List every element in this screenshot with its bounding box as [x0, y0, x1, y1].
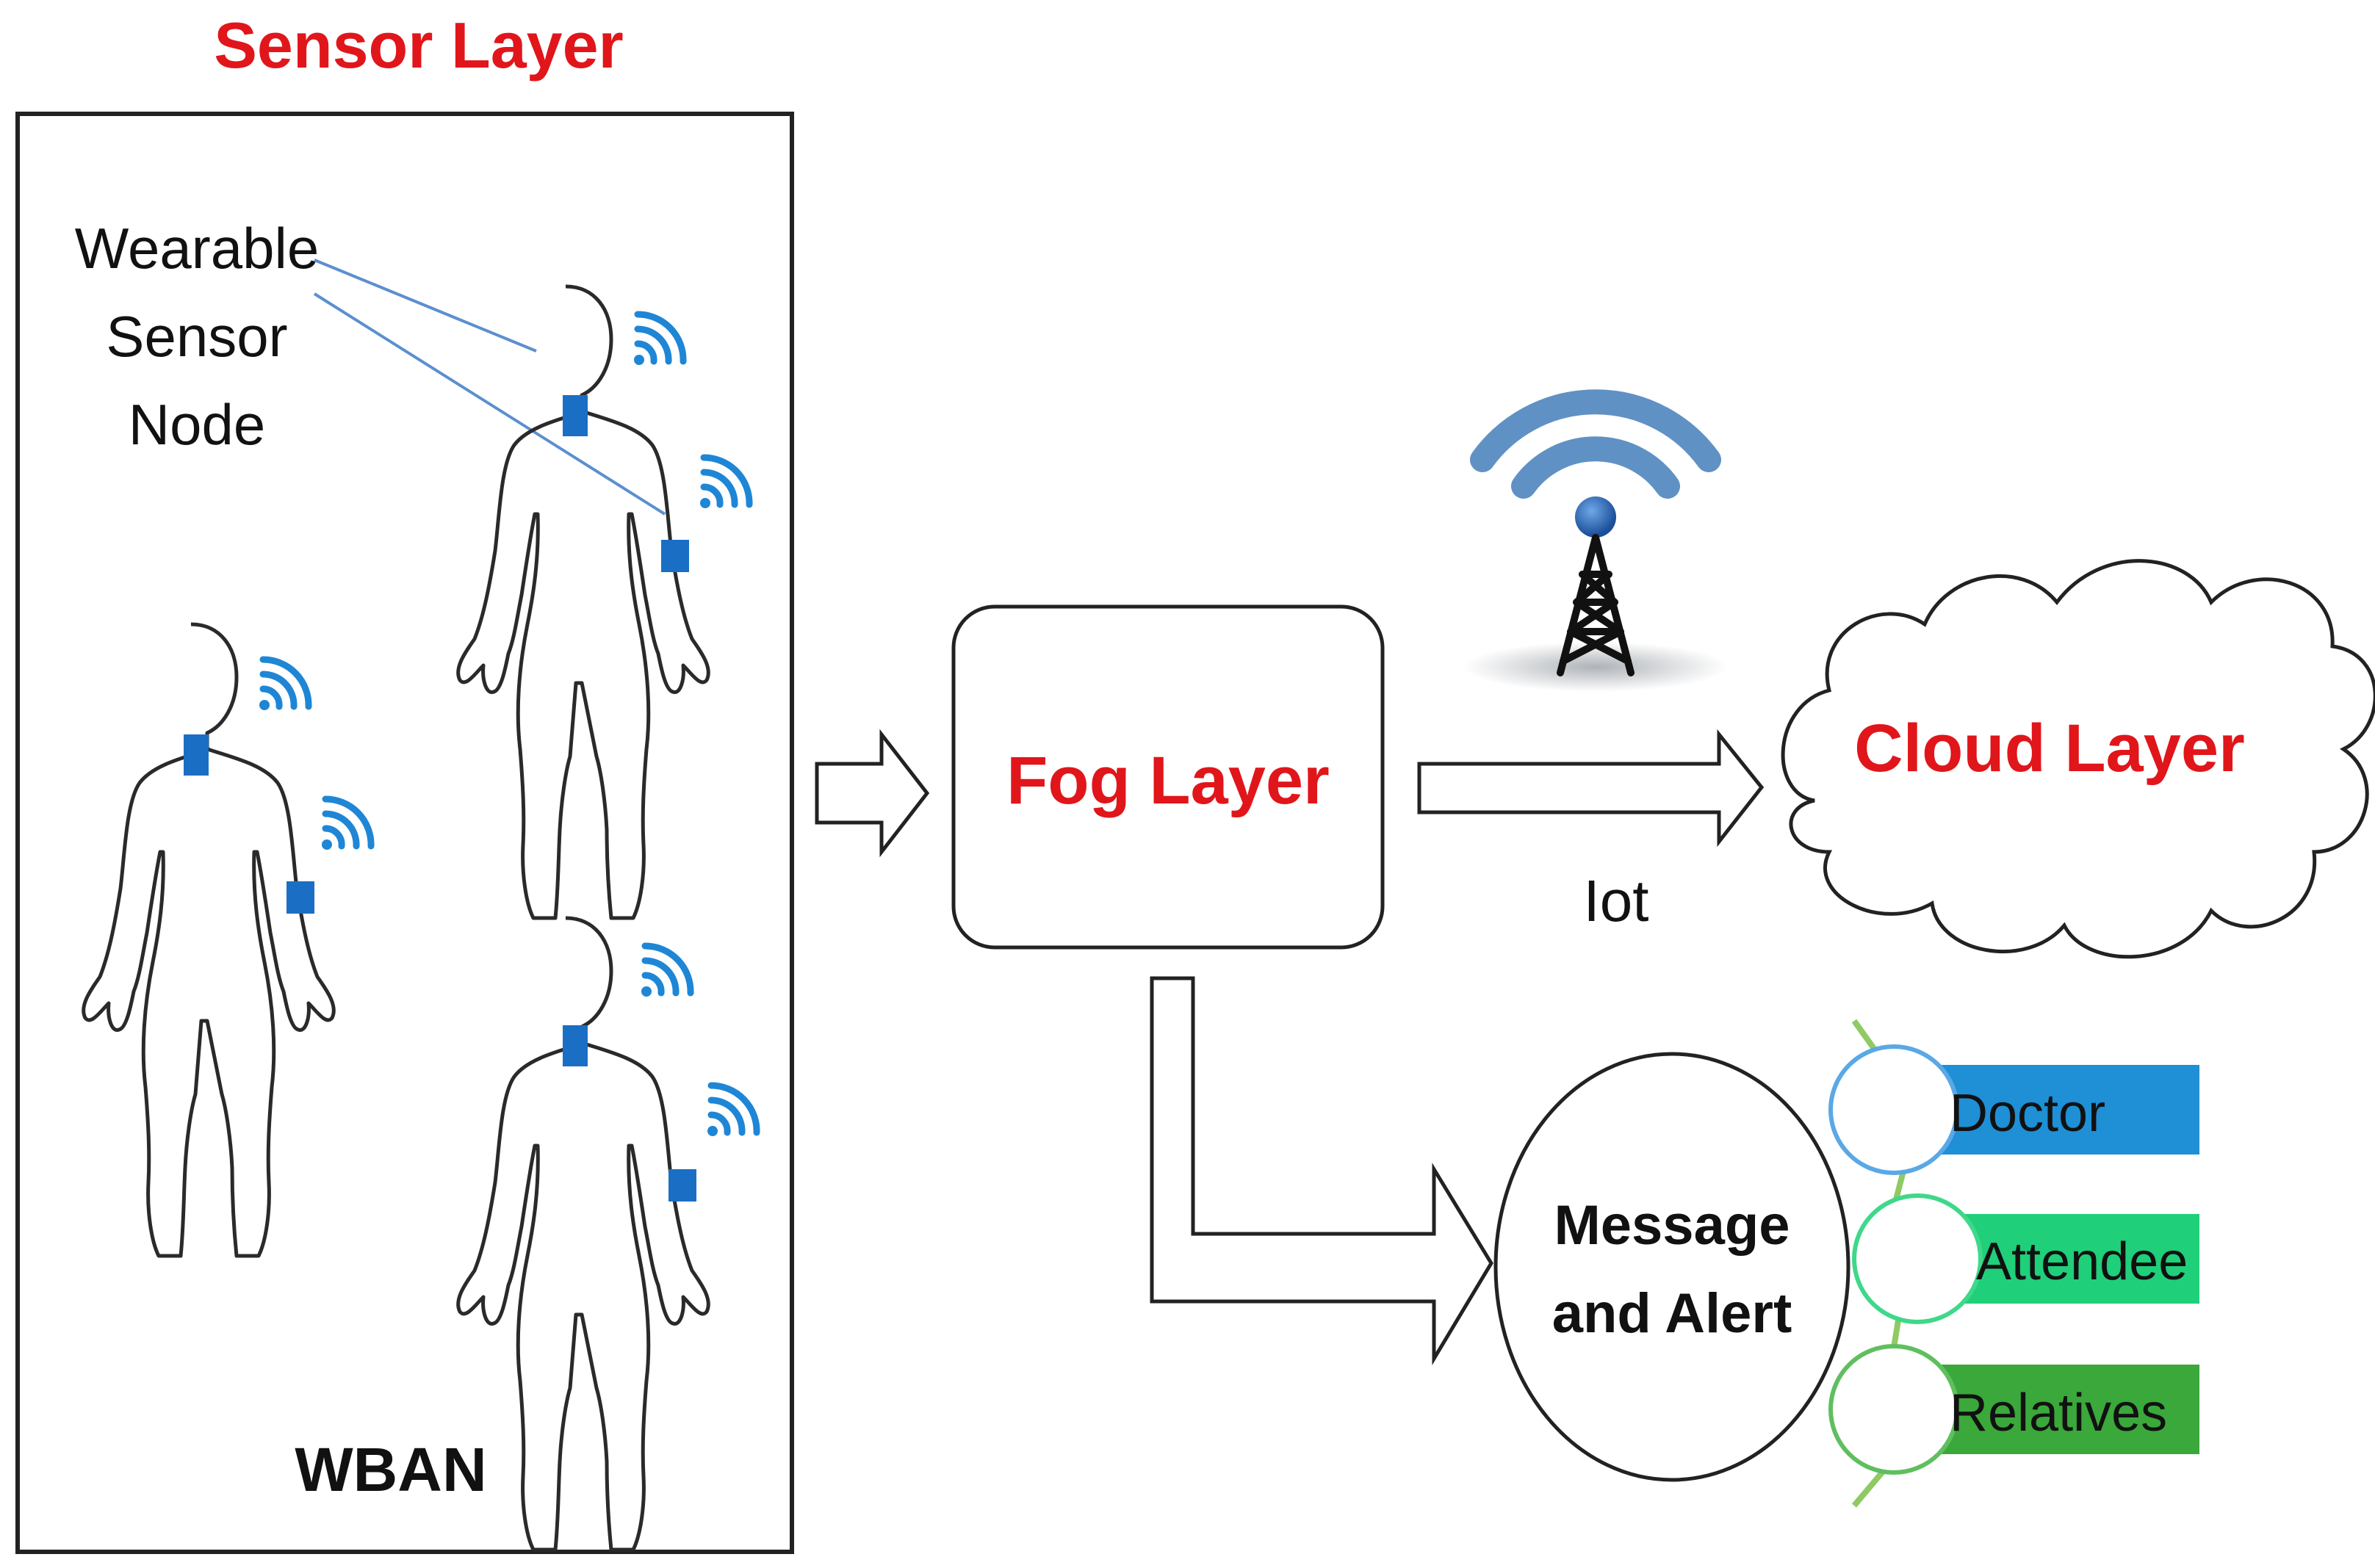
- recipient-node: [1828, 1044, 1959, 1175]
- wrist-sensor: [286, 881, 314, 914]
- person-figure: [458, 918, 757, 1550]
- pointer-line-chest: [314, 259, 537, 353]
- recipient-relatives: Relatives: [1828, 1344, 2199, 1475]
- message-alert-label: Message and Alert: [1552, 1194, 1792, 1345]
- chest-sensor: [563, 395, 588, 436]
- antenna-tower-icon: [1463, 389, 1728, 692]
- svg-text:Node: Node: [129, 392, 265, 457]
- pointer-line-hand: [313, 292, 666, 516]
- recipient-bar: [1935, 1065, 2199, 1155]
- svg-text:Wearable: Wearable: [75, 216, 319, 281]
- person-figure: [458, 286, 749, 918]
- recipient-bar: [1935, 1365, 2199, 1454]
- cloud-layer-label: Cloud Layer: [1854, 711, 2245, 786]
- wearable-sensor-label: Wearable Sensor Node: [75, 216, 319, 457]
- arrow-fog-to-message: [1150, 976, 1493, 1366]
- fog-layer-box: [951, 604, 1385, 950]
- wban-label: WBAN: [295, 1435, 486, 1504]
- cloud-layer-shape: [1781, 559, 2375, 959]
- chest-sensor: [184, 734, 209, 776]
- fog-layer-label: Fog Layer: [1006, 743, 1330, 818]
- svg-text:Message: Message: [1554, 1194, 1790, 1257]
- svg-text:and Alert: and Alert: [1552, 1282, 1792, 1345]
- recipient-node: [1852, 1193, 1983, 1324]
- person-figure: [84, 624, 371, 1256]
- chest-sensor: [563, 1025, 588, 1066]
- svg-text:Relatives: Relatives: [1950, 1384, 2167, 1442]
- wrist-sensor: [661, 540, 689, 572]
- recipient-doctor: Doctor: [1828, 1044, 2199, 1175]
- svg-text:Doctor: Doctor: [1950, 1084, 2105, 1143]
- recipient-attendee: Attendee: [1852, 1193, 2199, 1324]
- arrow-sensor-to-fog: [815, 729, 930, 858]
- sensor-layer-title: Sensor Layer: [214, 9, 624, 82]
- message-alert-circle: [1493, 1052, 1850, 1482]
- iot-label: Iot: [1584, 868, 1649, 933]
- recipient-node: [1828, 1344, 1959, 1475]
- sensor-layer-box: [15, 112, 794, 1554]
- svg-text:Sensor: Sensor: [106, 304, 287, 369]
- wrist-sensor: [668, 1169, 696, 1202]
- svg-text:Attendee: Attendee: [1976, 1232, 2188, 1291]
- recipient-bar: [1947, 1214, 2199, 1304]
- arrow-fog-to-cloud: [1417, 729, 1765, 848]
